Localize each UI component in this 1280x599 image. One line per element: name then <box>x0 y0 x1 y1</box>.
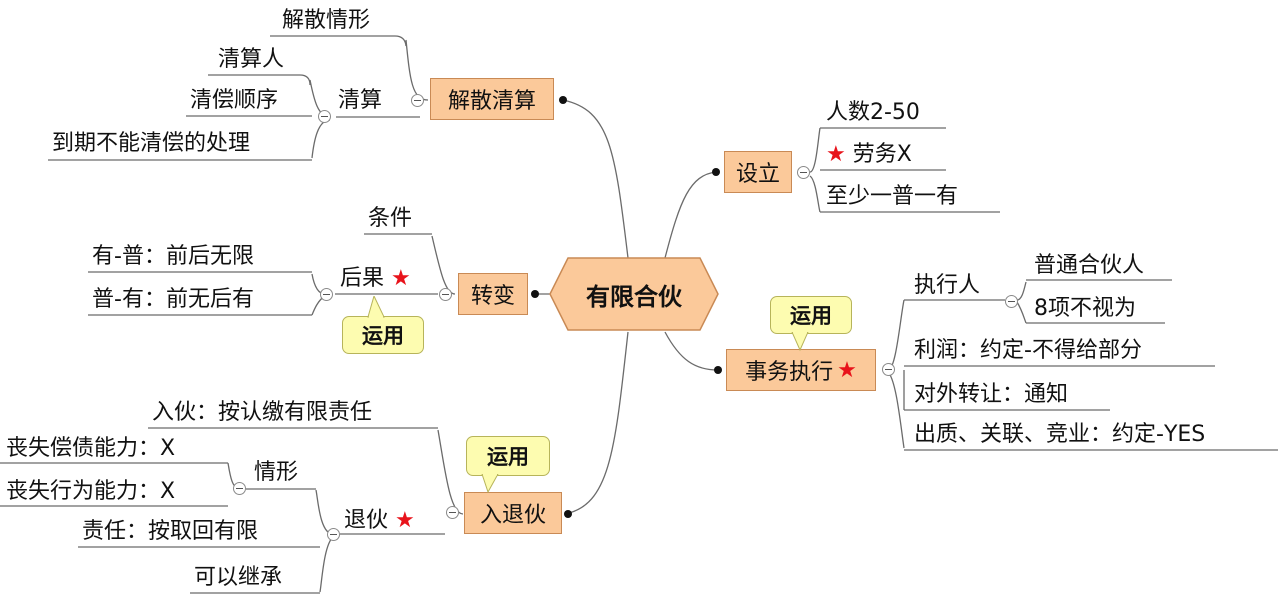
collapse-situation-button[interactable] <box>233 482 246 495</box>
callout-admission-label: 运用 <box>487 445 529 469</box>
topic-affairs-execution[interactable]: 事务执行 ★ <box>726 349 876 391</box>
node-liquidator[interactable]: 清算人 <box>218 47 285 72</box>
callout-conversion[interactable]: 运用 <box>342 316 424 354</box>
node-consequence-label: 后果 <box>340 266 385 291</box>
node-dissolution-situation[interactable]: 解散情形 <box>282 8 371 33</box>
callout-affairs[interactable]: 运用 <box>770 296 852 334</box>
node-lose-debt-capacity[interactable]: 丧失偿债能力：X <box>6 436 176 461</box>
node-executor[interactable]: 执行人 <box>914 273 981 298</box>
collapse-liquidation-button[interactable] <box>318 110 331 123</box>
node-partner-count[interactable]: 人数2-50 <box>826 100 920 125</box>
node-labor-contribution-label: 劳务X <box>852 142 912 167</box>
node-external-transfer[interactable]: 对外转让：通知 <box>914 382 1069 407</box>
star-icon: ★ <box>391 266 411 291</box>
callout-affairs-label: 运用 <box>790 304 832 328</box>
callout-admission[interactable]: 运用 <box>466 436 550 476</box>
node-pledge-related-competition[interactable]: 出质、关联、竞业：约定-YES <box>914 422 1206 447</box>
central-topic-label: 有限合伙 <box>586 282 682 311</box>
star-icon: ★ <box>395 508 415 533</box>
node-liability[interactable]: 责任：按取回有限 <box>82 519 259 544</box>
node-profit[interactable]: 利润：约定-不得给部分 <box>914 338 1142 363</box>
node-minimum-partners[interactable]: 至少一普一有 <box>826 184 959 209</box>
callout-affairs-pointer <box>791 332 809 352</box>
topic-dissolution-label: 解散清算 <box>447 89 536 114</box>
topic-affairs-execution-label: 事务执行 <box>745 360 834 385</box>
collapse-consequence-button[interactable] <box>320 288 333 301</box>
collapse-withdrawal-button[interactable] <box>327 528 340 541</box>
topic-establishment[interactable]: 设立 <box>724 151 792 193</box>
node-withdrawal-situation[interactable]: 情形 <box>254 460 299 485</box>
topic-conversion[interactable]: 转变 <box>458 273 528 315</box>
collapse-dissolution-button[interactable] <box>411 94 424 107</box>
topic-establishment-label: 设立 <box>735 162 780 187</box>
node-condition[interactable]: 条件 <box>368 206 413 231</box>
star-icon: ★ <box>826 142 846 167</box>
node-default-handling[interactable]: 到期不能清偿的处理 <box>52 131 251 156</box>
topic-admission-withdrawal[interactable]: 入退伙 <box>464 492 562 534</box>
collapse-conversion-button[interactable] <box>439 288 452 301</box>
node-consequence[interactable]: 后果 ★ <box>340 266 411 292</box>
collapse-admission-button[interactable] <box>446 506 459 519</box>
topic-dissolution[interactable]: 解散清算 <box>430 78 554 120</box>
node-pu-to-you[interactable]: 普-有：前无后有 <box>92 287 254 312</box>
central-topic[interactable]: 有限合伙 <box>548 256 720 332</box>
topic-admission-withdrawal-label: 入退伙 <box>479 503 546 528</box>
node-payment-order[interactable]: 清偿顺序 <box>190 88 279 113</box>
node-liquidation[interactable]: 清算 <box>338 88 383 113</box>
node-inheritable[interactable]: 可以继承 <box>194 565 283 590</box>
node-withdrawal-label: 退伙 <box>344 508 389 533</box>
star-icon: ★ <box>837 357 857 383</box>
node-eight-items[interactable]: 8项不视为 <box>1034 296 1136 321</box>
callout-admission-pointer <box>481 474 499 494</box>
node-labor-contribution[interactable]: ★ 劳务X <box>826 142 912 168</box>
node-general-partner[interactable]: 普通合伙人 <box>1034 253 1145 278</box>
central-topic-shape <box>549 257 719 331</box>
node-lose-behavior-capacity[interactable]: 丧失行为能力：X <box>6 479 176 504</box>
callout-conversion-pointer <box>367 296 385 318</box>
callout-conversion-label: 运用 <box>362 324 404 348</box>
node-join-liability[interactable]: 入伙：按认缴有限责任 <box>152 400 373 425</box>
collapse-establishment-button[interactable] <box>797 166 810 179</box>
collapse-executor-button[interactable] <box>1005 295 1018 308</box>
topic-conversion-label: 转变 <box>470 284 515 309</box>
node-you-to-pu[interactable]: 有-普：前后无限 <box>92 244 254 269</box>
node-withdrawal[interactable]: 退伙 ★ <box>344 508 415 534</box>
collapse-affairs-button[interactable] <box>882 363 895 376</box>
